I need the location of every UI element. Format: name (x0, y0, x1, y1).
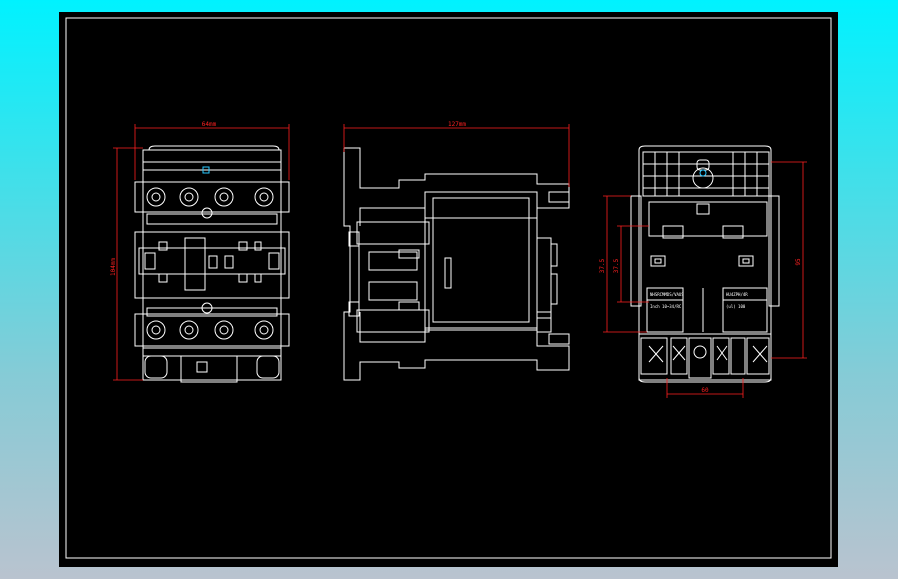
back-view-dimensions (603, 161, 807, 398)
nameplate-line2: Inch 10~34/RC (650, 304, 682, 309)
back-dim-right: 95 (795, 258, 802, 266)
side-view (343, 147, 570, 381)
nameplate-right1: HU4ZPH/4R (726, 292, 748, 297)
side-depth-dimension: 127mm (448, 121, 466, 128)
sheet-border (65, 17, 832, 559)
front-view-dimensions (113, 124, 290, 381)
front-view (134, 145, 290, 383)
back-view (630, 145, 780, 383)
mounting-hole-icon (699, 169, 707, 177)
side-view-dimensions (343, 124, 570, 187)
drawing-sheet: 64mm 104mm 127mm (59, 12, 838, 567)
nameplate-line1: NHSRCMMDS/VAUS (650, 292, 684, 297)
nameplate-right2: (ul) 100 (726, 304, 746, 309)
cad-drawing: 64mm 104mm 127mm (65, 17, 832, 559)
back-dim-bottom: 60 (701, 387, 709, 394)
back-dim-h2: 37.5 (613, 258, 620, 273)
front-height-dimension: 104mm (110, 258, 117, 276)
front-width-dimension: 64mm (202, 121, 217, 128)
back-dim-h1: 37.5 (599, 258, 606, 273)
